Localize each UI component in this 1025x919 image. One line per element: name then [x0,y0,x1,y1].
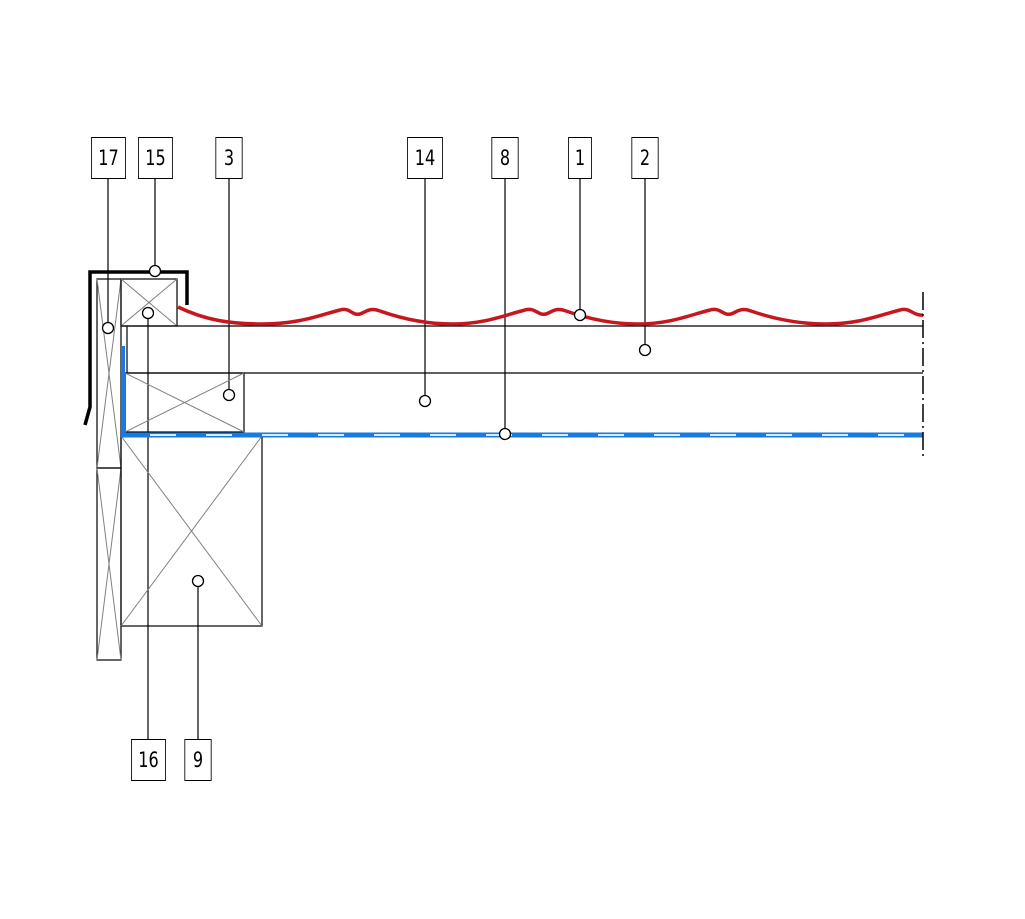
membrane-8 [121,346,923,438]
marker-17 [101,321,115,335]
marker-2 [638,343,652,357]
cap-flashing-15 [83,270,189,426]
callout-8: 8 [491,137,519,179]
marker-15 [148,264,162,278]
board-3 [124,372,245,433]
callout-3: 3 [215,137,243,179]
leader-markers [101,264,652,588]
marker-1 [573,308,587,322]
callout-15: 15 [138,137,173,179]
marker-16 [141,306,155,320]
callout-16: 16 [131,739,166,781]
deck-layers [121,325,923,374]
marker-3 [222,388,236,402]
post-17 [96,278,122,661]
marker-9 [191,574,205,588]
leader-lines [107,178,646,739]
marker-8 [498,427,512,441]
callout-2: 2 [631,137,659,179]
corrugated-roofing-1 [177,305,924,326]
beam-9 [120,435,263,627]
callout-17: 17 [91,137,126,179]
callout-1: 1 [568,137,592,179]
marker-14 [418,394,432,408]
callout-9: 9 [184,739,212,781]
callout-14: 14 [407,137,443,179]
